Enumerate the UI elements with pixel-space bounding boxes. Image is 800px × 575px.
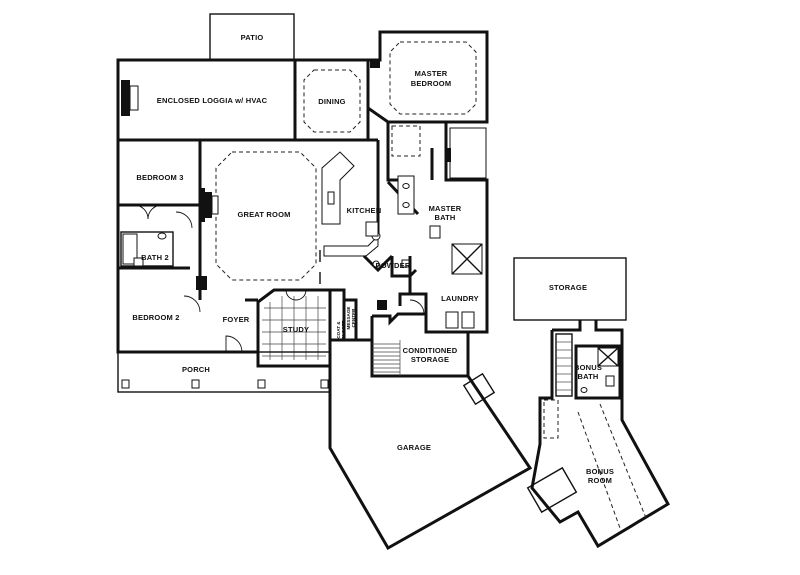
bath2-tub — [122, 233, 138, 265]
garage-exterior-storage — [462, 372, 496, 406]
powder-walls — [362, 254, 418, 278]
master-bath-pier — [446, 148, 451, 162]
label-patio: PATIO — [241, 33, 264, 42]
label-bath2: BATH 2 — [141, 253, 169, 262]
foyer-walls — [205, 298, 258, 354]
fireplace-loggia — [121, 80, 130, 116]
bedroom2-pier — [196, 276, 207, 290]
main-floor — [116, 13, 533, 551]
label-kitchen: KITCHEN — [347, 206, 382, 215]
label-great-room: GREAT ROOM — [237, 210, 290, 219]
label-bedroom2: BEDROOM 2 — [132, 313, 179, 322]
bedroom3-pier — [200, 188, 205, 222]
bath2-sink — [157, 232, 167, 240]
master-bath-vanity — [397, 175, 415, 215]
label-master-bath-2: BATH — [434, 213, 455, 222]
label-bonus-bath-2: BATH — [577, 372, 598, 381]
label-master-bedroom-2: BEDROOM — [411, 79, 452, 88]
bonus-stairs — [555, 333, 573, 397]
porch-columns — [121, 379, 329, 389]
kitchen-pantry — [365, 221, 379, 237]
bonus-bath-shower-x — [597, 347, 619, 367]
mudroom-pier — [377, 300, 387, 310]
master-bath-sink-1 — [402, 183, 410, 189]
laundry-door — [409, 299, 425, 315]
master-bedroom-pier — [370, 60, 380, 68]
label-dining: DINING — [318, 97, 345, 106]
label-bonus-bath-1: BONUS — [574, 363, 602, 372]
master-bedroom-ceiling — [389, 41, 477, 115]
bedroom3-closet-doors — [133, 204, 163, 220]
bonus-closet — [543, 399, 559, 439]
label-study: STUDY — [283, 325, 309, 334]
closet-walls — [330, 288, 372, 342]
label-porch: PORCH — [182, 365, 210, 374]
bath2-outline — [120, 231, 174, 267]
master-bath-sink-2 — [402, 202, 410, 208]
storage-outline — [513, 257, 627, 321]
label-garage: GARAGE — [397, 443, 431, 452]
bonus-floor-walls — [530, 320, 671, 549]
laundry-dryer — [461, 311, 475, 329]
garage-walls — [328, 366, 533, 551]
label-powder: POWDER — [376, 261, 411, 270]
porch-outline — [117, 351, 331, 393]
bonus-bath-walls — [574, 344, 622, 400]
study-walls — [256, 288, 332, 368]
bath2-toilet — [133, 257, 144, 267]
label-bonus-room-2: ROOM — [588, 476, 612, 485]
label-loggia: ENCLOSED LOGGIA w/ HVAC — [157, 96, 268, 105]
label-conditioned-storage-1: CONDITIONED — [403, 346, 458, 355]
label-message-center: MESSAGECENTER — [346, 307, 356, 330]
room-labels: PATIO ENCLOSED LOGGIA w/ HVAC DINING MAS… — [132, 33, 614, 485]
bonus-floor — [513, 257, 671, 549]
label-master-bedroom-1: MASTER — [415, 69, 448, 78]
master-bath-toilet — [429, 225, 441, 239]
bonus-bath-toilet — [605, 375, 615, 387]
powder-sink — [372, 260, 380, 268]
kitchen-island — [321, 151, 355, 225]
label-foyer: FOYER — [223, 315, 250, 324]
label-laundry: LAUNDRY — [441, 294, 479, 303]
loggia-hearth — [129, 85, 139, 111]
dining-ceiling — [303, 69, 361, 133]
kitchen-counter — [323, 234, 379, 257]
great-room-hearth — [211, 195, 219, 215]
bath2-door — [175, 211, 193, 229]
fireplace-great-room — [204, 192, 212, 218]
bedroom2-door — [183, 295, 201, 313]
kitchen-sink — [327, 191, 335, 205]
label-bedroom3: BEDROOM 3 — [136, 173, 183, 182]
conditioned-storage-stairs — [372, 340, 401, 376]
label-storage: STORAGE — [549, 283, 587, 292]
loggia-walls — [116, 58, 297, 142]
label-coat-closet: COAT &CLOSET — [336, 320, 346, 339]
study-french-doors — [285, 289, 307, 301]
laundry-washer — [445, 311, 459, 329]
bonus-dormer — [526, 466, 578, 514]
master-bath-shower-x — [451, 243, 483, 275]
powder-toilet — [401, 259, 410, 268]
conditioned-storage-walls — [370, 312, 470, 378]
label-master-bath-1: MASTER — [429, 204, 462, 213]
bonus-bath-sink — [580, 387, 588, 393]
label-conditioned-storage-2: STORAGE — [411, 355, 449, 364]
study-ceiling-grid — [262, 296, 326, 360]
foyer-closet-door — [225, 335, 243, 353]
label-bonus-room-1: BONUS — [586, 467, 614, 476]
master-closet-left — [391, 125, 421, 157]
master-bath-tub-bay — [449, 127, 487, 179]
